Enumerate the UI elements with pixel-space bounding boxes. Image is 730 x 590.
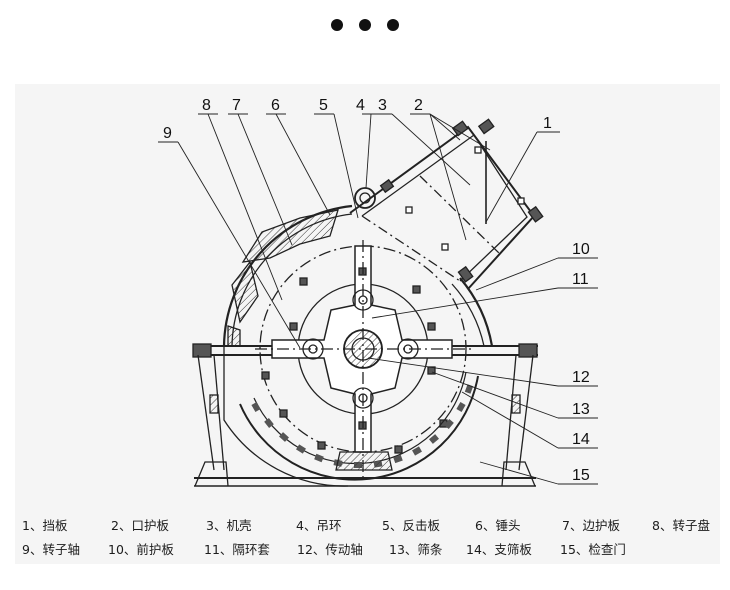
legend-item-11: 11、隔环套 [204,542,270,557]
callout-12: 12 [572,369,590,386]
rotor [255,240,472,482]
callout-7: 7 [232,97,241,114]
legend-item-9: 9、转子轴 [22,542,80,557]
callout-13: 13 [572,401,590,418]
legend-item-6: 6、锤头 [475,518,521,533]
callout-14: 14 [572,431,590,448]
dot-indicator-3[interactable] [387,19,399,31]
screen-bars [239,371,479,481]
legend-item-8: 8、转子盘 [652,518,710,533]
legend-item-4: 4、吊环 [296,518,342,533]
callout-6: 6 [271,97,280,114]
legend-item-5: 5、反击板 [382,518,440,533]
legend-item-1: 1、挡板 [22,518,68,533]
legend-item-12: 12、传动轴 [297,542,363,557]
base-frame [192,343,538,487]
callout-4: 4 [356,97,365,114]
callout-15: 15 [572,467,590,484]
legend-item-10: 10、前护板 [108,542,174,557]
legend-row-1: 1、挡板 2、口护板 3、机壳 4、吊环 5、反击板 6、锤头 7、边护板 8、… [22,515,722,539]
dot-indicator-1[interactable] [331,19,343,31]
leader-lines [158,113,598,485]
casing [222,204,494,487]
legend-item-14: 14、支筛板 [466,542,532,557]
legend-row-2: 9、转子轴 10、前护板 11、隔环套 12、传动轴 13、筛条 14、支筛板 … [22,539,722,563]
callout-5: 5 [319,97,328,114]
parts-legend: 1、挡板 2、口护板 3、机壳 4、吊环 5、反击板 6、锤头 7、边护板 8、… [22,515,722,563]
callout-2: 2 [414,97,423,114]
legend-item-13: 13、筛条 [389,542,443,557]
feed-chute [349,118,544,290]
callout-9: 9 [163,125,172,142]
callout-11: 11 [572,271,589,288]
lifting-ring [354,187,376,209]
legend-item-7: 7、边护板 [562,518,620,533]
callout-3: 3 [378,97,387,114]
callout-10: 10 [572,241,590,258]
legend-item-3: 3、机壳 [206,518,252,533]
callout-8: 8 [202,97,211,114]
legend-item-2: 2、口护板 [111,518,169,533]
callout-1: 1 [543,115,552,132]
pagination-dots [0,14,730,36]
dot-indicator-2[interactable] [359,19,371,31]
legend-item-15: 15、检查门 [560,542,626,557]
